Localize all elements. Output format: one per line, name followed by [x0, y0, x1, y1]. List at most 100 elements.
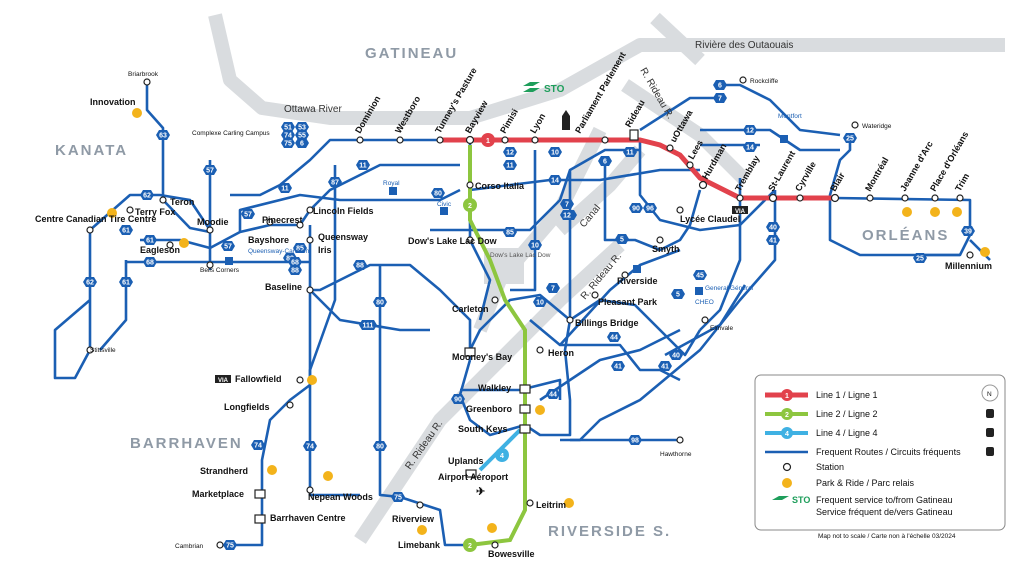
- station-teron: Teron: [170, 197, 194, 207]
- svg-text:1: 1: [785, 393, 789, 400]
- route-badge: 63: [159, 133, 167, 140]
- hospital-icons: [225, 135, 788, 295]
- region-gatineau: GATINEAU: [365, 45, 458, 62]
- station-moodie: Moodie: [197, 217, 229, 227]
- route-badge-shape: [451, 394, 465, 404]
- route-badge: 44: [610, 335, 618, 342]
- route-badge-shape: [328, 177, 342, 187]
- route-badge-shape: [713, 80, 727, 90]
- route-badge-shape: [373, 297, 387, 307]
- route-badge-shape: [359, 320, 377, 330]
- station-stittsville: Stittsville: [90, 347, 116, 354]
- route-badge: 90: [632, 206, 640, 213]
- line2-badge-south: 2: [468, 543, 472, 550]
- route-badge: 80: [376, 444, 384, 451]
- frequent-routes: [53, 82, 991, 547]
- station-airport: Airport Aéroport: [438, 472, 508, 482]
- route-badge-shape: [560, 199, 574, 209]
- station-lyon: Lyon: [528, 112, 547, 135]
- route-badge-shape: [546, 389, 560, 399]
- route-badge: 80: [434, 191, 442, 198]
- route-badge: 40: [769, 225, 777, 232]
- route-badge: 61: [146, 238, 154, 245]
- route-badge: 85: [506, 230, 514, 237]
- station-general: General Général: [705, 285, 754, 292]
- route-badge: 61: [122, 280, 130, 287]
- legend-park-ride: Park & Ride / Parc relais: [816, 478, 915, 488]
- route-badge: 39: [964, 229, 972, 236]
- via-icons: VIA VIA: [215, 206, 748, 384]
- station-baseline: Baseline: [265, 282, 302, 292]
- station-royal: Royal: [383, 180, 400, 187]
- station-south-keys: South Keys: [458, 424, 508, 434]
- line4-badge: 4: [500, 453, 504, 460]
- route-badge-shape: [743, 125, 757, 135]
- route-badge: 14: [746, 145, 754, 152]
- riviere-outaouais-label: Rivière des Outaouais: [695, 40, 793, 51]
- route-badge-shape: [119, 277, 133, 287]
- compass-icon: N: [981, 384, 999, 402]
- station-smyth: Smyth: [652, 244, 680, 254]
- route-badge-shape: [669, 350, 683, 360]
- station-cambrian: Cambrian: [175, 543, 204, 550]
- via-label-tremblay: VIA: [735, 209, 746, 215]
- svg-text:2: 2: [785, 412, 789, 419]
- station-bowesville: Bowesville: [488, 549, 535, 559]
- station-strandherd: Strandherd: [200, 466, 248, 476]
- route-badge: 51: [284, 125, 292, 132]
- route-badge: 74: [306, 444, 314, 451]
- station-millennium: Millennium: [945, 261, 992, 271]
- route-badge-shape: [303, 441, 317, 451]
- via-label-fallowfield: VIA: [218, 378, 229, 384]
- region-barrhaven: BARRHAVEN: [130, 435, 243, 452]
- route-badge: 98: [631, 438, 639, 445]
- route-badge: 75: [226, 543, 234, 550]
- station-billings-bridge: Billings Bridge: [575, 318, 639, 328]
- station-elmvale: Elmvale: [710, 325, 734, 332]
- route-badge: 11: [359, 163, 367, 170]
- lrt-line-badges: 1 2 2 4: [463, 133, 509, 552]
- station-dows-lake: Dow's Lake Lac Dow: [408, 236, 498, 246]
- route-badge-shape: [643, 203, 657, 213]
- route-badge: 10: [551, 150, 559, 157]
- station-rideau: Rideau: [623, 98, 647, 129]
- route-badge-shape: [295, 138, 309, 148]
- legend-frequent: Frequent Routes / Circuits fréquents: [816, 447, 961, 457]
- legend-line1: Line 1 / Ligne 1: [816, 390, 878, 400]
- route-badge-shape: [221, 241, 235, 251]
- station-complex-carling: Complexe Carling Campus: [192, 130, 270, 137]
- route-badge-shape: [293, 243, 307, 253]
- route-badge: 87: [331, 180, 339, 187]
- route-badge-shape: [391, 492, 405, 502]
- station-riverside: Riverside: [617, 276, 658, 286]
- station-greenboro: Greenboro: [466, 404, 513, 414]
- route-badge-shape: [295, 122, 309, 132]
- station-cyrville: Cyrville: [793, 160, 818, 193]
- route-badge-shape: [598, 156, 612, 166]
- route-badge-shape: [295, 130, 309, 140]
- station-centre-canadian-tire: Centre Canadian Tire Centre: [35, 214, 156, 224]
- route-badge: 55: [298, 133, 306, 140]
- dows-lake-lake-label: Dow's Lake Lac Dow: [490, 252, 551, 259]
- route-badge: 7: [718, 96, 722, 103]
- route-badge-shape: [843, 133, 857, 143]
- route-badge: 11: [506, 163, 514, 170]
- svg-text:N: N: [987, 391, 992, 398]
- route-badge: 68: [146, 260, 154, 267]
- route-badge-shape: [766, 235, 780, 245]
- route-badge-shape: [143, 257, 157, 267]
- route-badge: 57: [244, 212, 252, 219]
- station-wateridge: Wateridge: [862, 123, 892, 130]
- route-badge: 68: [291, 260, 299, 267]
- route-badge: 10: [531, 243, 539, 250]
- route-badge: 10: [536, 300, 544, 307]
- route-badge-shape: [713, 93, 727, 103]
- station-queensway: Queensway: [318, 232, 368, 242]
- station-carleton: Carleton: [452, 304, 489, 314]
- station-innovation: Innovation: [90, 97, 136, 107]
- route-badge: 85: [296, 246, 304, 253]
- legend-sto-line2: Service fréquent de/vers Gatineau: [816, 507, 953, 517]
- station-riverview: Riverview: [392, 514, 435, 524]
- station-montfort: Montfort: [778, 113, 802, 120]
- station-lees: Lees: [686, 138, 705, 161]
